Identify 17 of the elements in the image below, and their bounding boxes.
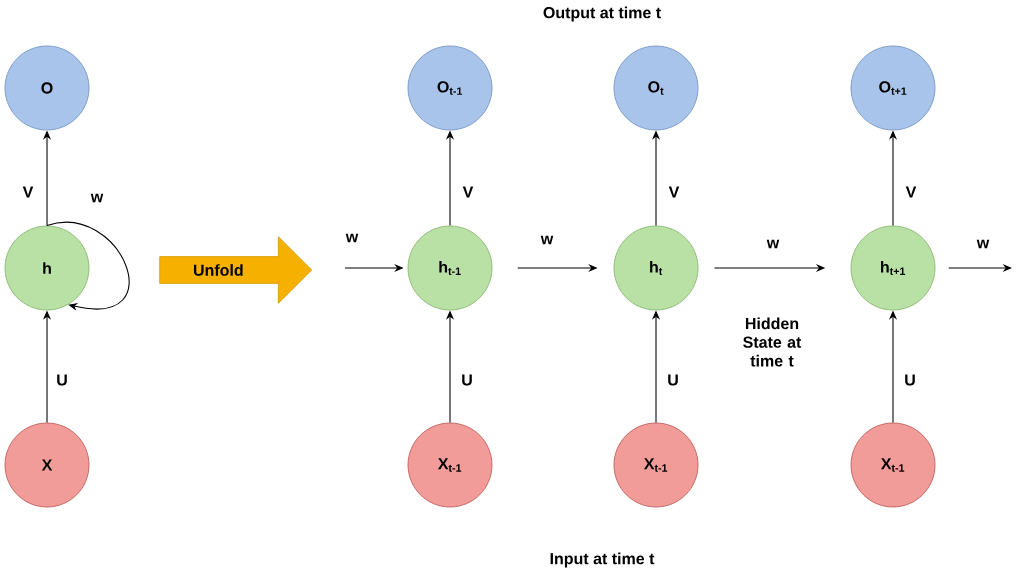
arrow	[46, 221, 130, 311]
edge-label: V	[461, 185, 475, 199]
annotation: Output at time t	[543, 6, 661, 22]
edge-label: U	[54, 373, 70, 387]
annotation: Hidden State at time t	[743, 317, 802, 367]
edge-label: w	[975, 238, 991, 250]
edge-label: V	[904, 185, 918, 199]
edge-label: w	[344, 232, 360, 244]
edge-label: U	[665, 373, 681, 387]
edge-label: U	[902, 373, 918, 387]
edge-label: U	[459, 373, 475, 387]
edge-label: w	[765, 238, 781, 250]
annotation: Input at time t	[550, 552, 655, 568]
edge-label: V	[667, 185, 681, 199]
edge-label: w	[89, 192, 105, 204]
edge-label: V	[21, 185, 35, 199]
edge-label: w	[539, 234, 555, 246]
